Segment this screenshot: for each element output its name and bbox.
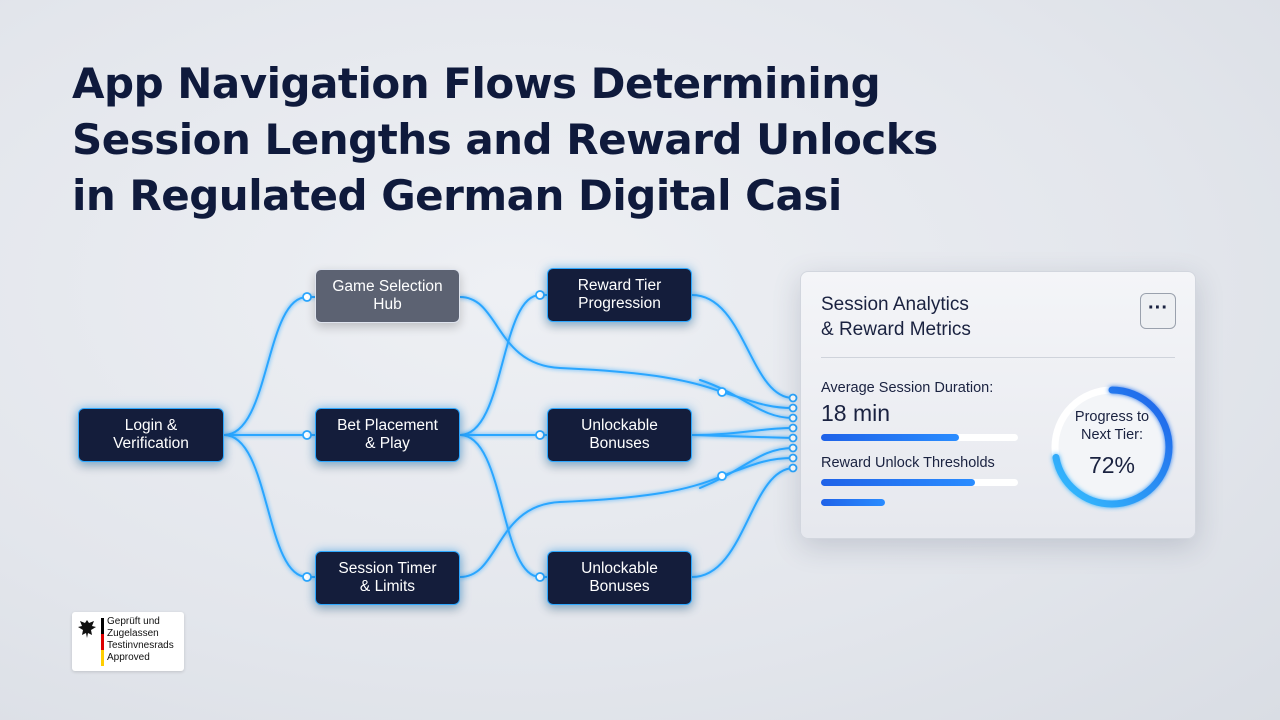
node-login-verification[interactable]: Login & Verification bbox=[78, 408, 224, 462]
connector-dot bbox=[788, 463, 798, 473]
node-unlockable-bonuses-bottom[interactable]: Unlockable Bonuses bbox=[547, 551, 692, 605]
connector-timer-panel-b bbox=[721, 457, 794, 477]
badge-text: Geprüft und Zugelassen Testinvnesrads Ap… bbox=[107, 616, 174, 664]
node-session-timer-limits[interactable]: Session Timer & Limits bbox=[315, 551, 460, 605]
connector-dot bbox=[788, 413, 798, 423]
german-flag-stripe bbox=[101, 618, 104, 666]
panel-title-line: & Reward Metrics bbox=[821, 319, 971, 340]
node-label: Unlockable Bonuses bbox=[581, 417, 658, 452]
node-label: Login & Verification bbox=[113, 417, 189, 452]
node-label: Reward Tier Progression bbox=[577, 277, 662, 312]
badge-line: Zugelassen bbox=[107, 628, 159, 639]
panel-divider bbox=[821, 357, 1175, 358]
ring-label-line: Progress to bbox=[1074, 409, 1150, 425]
ring-value: 72% bbox=[1088, 452, 1136, 478]
node-label: Bet Placement & Play bbox=[337, 417, 438, 452]
connector-dot bbox=[535, 290, 545, 300]
title-line: App Navigation Flows Determining bbox=[72, 59, 881, 108]
threshold-label: Reward Unlock Thresholds bbox=[821, 455, 995, 471]
node-label: Unlockable Bonuses bbox=[581, 560, 658, 595]
connector-bonuses-bottom-panel bbox=[691, 467, 794, 578]
badge-line: Geprüft und bbox=[107, 616, 160, 627]
ring-progress-arc bbox=[1051, 386, 1173, 508]
connector-dot bbox=[717, 471, 727, 481]
node-label: Session Timer & Limits bbox=[338, 560, 437, 595]
avg-session-label: Average Session Duration: bbox=[821, 380, 994, 396]
badge-line: Testinvnesrads bbox=[107, 640, 174, 651]
connector-hub-panel-b bbox=[699, 379, 794, 419]
node-reward-tier-progression[interactable]: Reward Tier Progression bbox=[547, 268, 692, 322]
node-bet-placement-play[interactable]: Bet Placement & Play bbox=[315, 408, 460, 462]
connector-bonuses-mid-panel-b bbox=[691, 434, 794, 439]
connector-hub-panel-a bbox=[721, 391, 794, 409]
panel-title-line: Session Analytics bbox=[821, 294, 969, 315]
page-title: App Navigation Flows Determining Session… bbox=[72, 56, 1172, 224]
avg-session-bar bbox=[821, 434, 1018, 441]
connector-dot bbox=[788, 443, 798, 453]
connector-dot bbox=[535, 572, 545, 582]
title-line: Session Lengths and Reward Unlocks bbox=[72, 115, 938, 164]
connector-bet-bonuses-bottom bbox=[459, 434, 548, 578]
node-game-selection-hub[interactable]: Game Selection Hub bbox=[315, 269, 460, 323]
connector-dot bbox=[302, 430, 312, 440]
connector-game-hub-out bbox=[459, 296, 723, 393]
node-unlockable-bonuses[interactable]: Unlockable Bonuses bbox=[547, 408, 692, 462]
connector-reward-tier-panel bbox=[691, 294, 794, 399]
threshold-bar-secondary bbox=[821, 499, 885, 506]
more-horizontal-icon: ··· bbox=[1148, 297, 1168, 319]
connector-dot bbox=[302, 572, 312, 582]
connector-login-timer bbox=[223, 434, 316, 578]
connector-dot bbox=[535, 430, 545, 440]
connector-dot bbox=[788, 423, 798, 433]
more-options-button[interactable]: ··· bbox=[1140, 293, 1176, 329]
connector-timer-out bbox=[459, 475, 723, 578]
connector-bet-reward-tier bbox=[459, 294, 548, 436]
node-label: Game Selection Hub bbox=[332, 278, 443, 313]
connector-timer-panel-a bbox=[699, 447, 794, 489]
badge-line: Approved bbox=[107, 652, 150, 663]
connector-dot bbox=[788, 433, 798, 443]
connector-login-game-hub bbox=[223, 296, 316, 436]
title-line: in Regulated German Digital Casi bbox=[72, 171, 842, 220]
avg-session-bar-fill bbox=[821, 434, 959, 441]
certification-badge: Geprüft und Zugelassen Testinvnesrads Ap… bbox=[72, 612, 184, 671]
tier-progress-ring bbox=[1051, 386, 1173, 508]
connector-bonuses-mid-panel-a bbox=[691, 427, 794, 436]
threshold-bar-secondary-fill bbox=[821, 499, 885, 506]
connector-dot bbox=[788, 403, 798, 413]
connector-dot bbox=[788, 453, 798, 463]
session-analytics-panel: Session Analytics & Reward Metrics ··· A… bbox=[800, 271, 1196, 539]
connector-dot bbox=[717, 387, 727, 397]
threshold-bar-fill bbox=[821, 479, 975, 486]
connector-dot bbox=[788, 393, 798, 403]
panel-title: Session Analytics & Reward Metrics bbox=[821, 292, 971, 342]
eagle-icon bbox=[78, 620, 96, 638]
threshold-bar bbox=[821, 479, 1018, 486]
connector-dot bbox=[302, 292, 312, 302]
avg-session-value: 18 min bbox=[821, 400, 891, 426]
ring-label: Progress to Next Tier: 72% bbox=[1047, 408, 1177, 482]
ring-label-line: Next Tier: bbox=[1080, 427, 1144, 443]
